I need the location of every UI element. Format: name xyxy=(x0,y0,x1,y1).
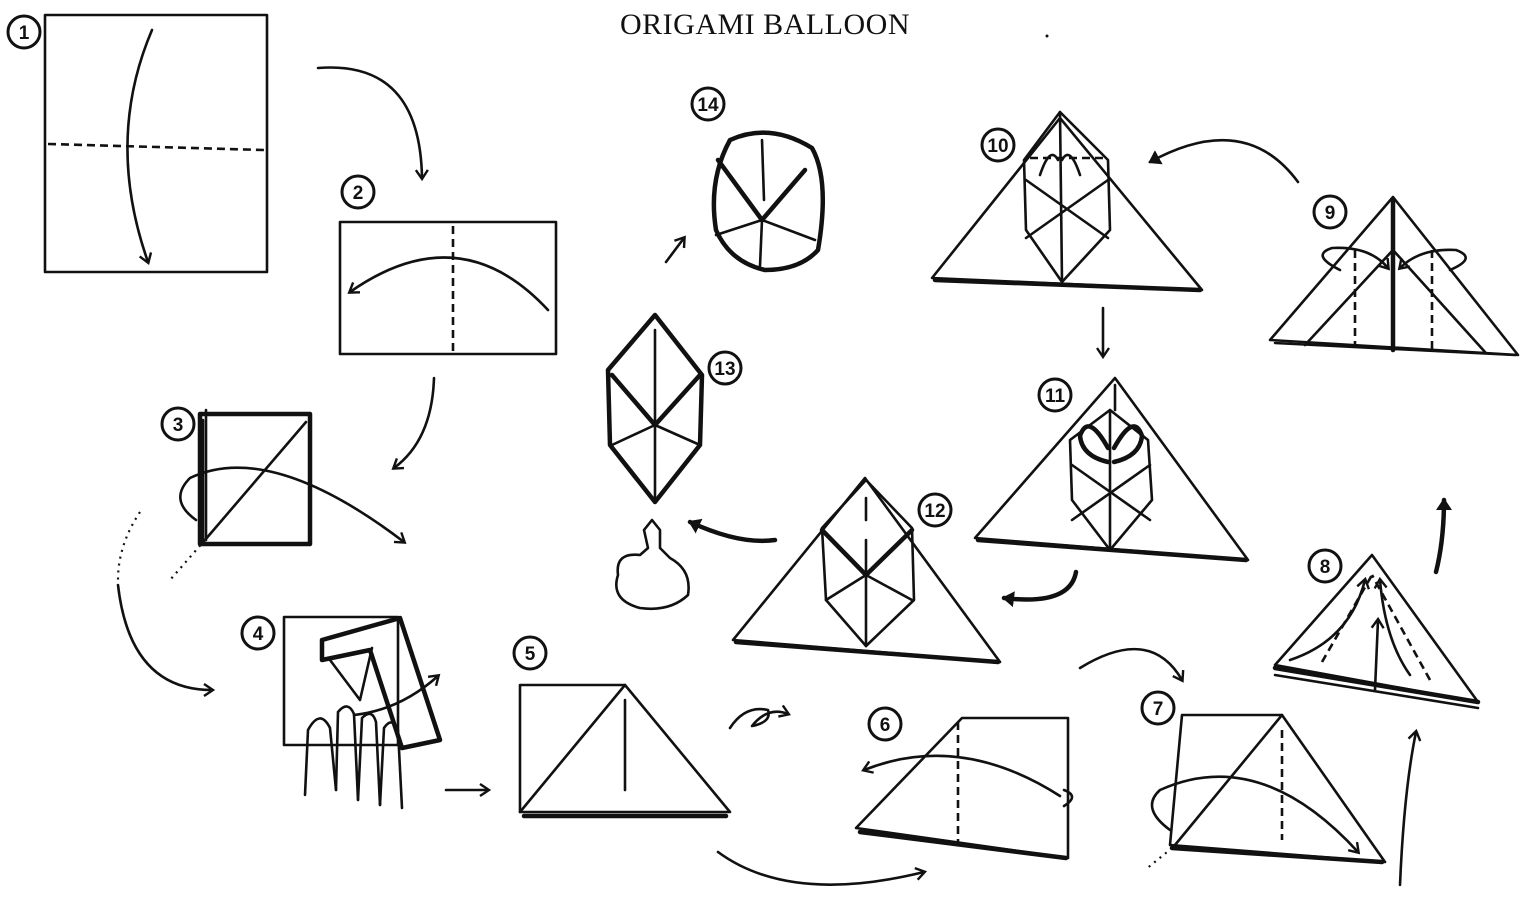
step-label: 9 xyxy=(1325,203,1336,224)
step-number-7: 7 xyxy=(1140,690,1176,726)
step-4-figure xyxy=(282,615,443,810)
step-label: 8 xyxy=(1320,557,1331,578)
step-label: 6 xyxy=(880,715,891,736)
arrow-8-to-9 xyxy=(1433,497,1452,575)
arrow-12-to-13 xyxy=(687,518,778,544)
arrow-11-to-12 xyxy=(1001,569,1079,608)
step-1-figure xyxy=(43,13,269,274)
turn-over-symbol xyxy=(728,704,791,730)
step-5-figure xyxy=(518,683,732,819)
step-8-figure xyxy=(1272,553,1481,710)
step-9-figure xyxy=(1268,195,1520,357)
step-label: 4 xyxy=(253,624,264,645)
step-number-2: 2 xyxy=(340,174,376,210)
step-label: 7 xyxy=(1153,699,1164,720)
step-number-3: 3 xyxy=(160,406,196,442)
step-number-9: 9 xyxy=(1312,194,1348,230)
step-number-1: 1 xyxy=(6,14,42,50)
step-label: 10 xyxy=(987,136,1008,157)
arrow-5-to-6 xyxy=(716,850,928,886)
step-label: 1 xyxy=(19,23,30,44)
step-2-figure xyxy=(338,220,558,356)
step-number-8: 8 xyxy=(1307,548,1343,584)
arrow-3-dotted xyxy=(116,511,141,581)
step-label: 5 xyxy=(525,644,536,665)
step-number-14: 14 xyxy=(690,86,726,122)
step-label: 11 xyxy=(1045,386,1066,407)
step-6-figure xyxy=(854,716,1074,861)
arrow-2-to-3 xyxy=(391,376,436,470)
step-3-figure xyxy=(169,408,407,581)
step-10-figure xyxy=(930,110,1204,293)
step-number-13: 13 xyxy=(707,350,743,386)
step-14-figure xyxy=(711,130,826,273)
step-number-5: 5 xyxy=(512,635,548,671)
step-12-figure xyxy=(731,476,1002,665)
step-13-figure xyxy=(605,312,705,610)
step-number-6: 6 xyxy=(867,706,903,742)
arrow-3-to-4 xyxy=(116,583,216,697)
step-label: 2 xyxy=(353,183,364,204)
arrow-7-to-8 xyxy=(1398,728,1422,887)
step-7-figure xyxy=(1144,713,1387,871)
step-label: 12 xyxy=(924,501,945,522)
arrow-1-to-2 xyxy=(316,66,429,182)
diagram-title: ORIGAMI BALLOON xyxy=(620,8,910,41)
arrow-9-to-10 xyxy=(1148,138,1300,184)
step-number-12: 12 xyxy=(917,492,953,528)
step-label: 3 xyxy=(173,415,184,436)
step-11-figure xyxy=(973,376,1250,563)
step-label: 14 xyxy=(697,95,719,116)
arrow-6-to-7 xyxy=(1078,647,1185,683)
step-label: 13 xyxy=(714,359,735,380)
step-number-11: 11 xyxy=(1037,377,1073,413)
stray-dot xyxy=(1045,34,1049,38)
step-number-10: 10 xyxy=(980,127,1016,163)
step-number-4: 4 xyxy=(240,615,276,651)
arrow-13-to-14 xyxy=(664,235,686,264)
